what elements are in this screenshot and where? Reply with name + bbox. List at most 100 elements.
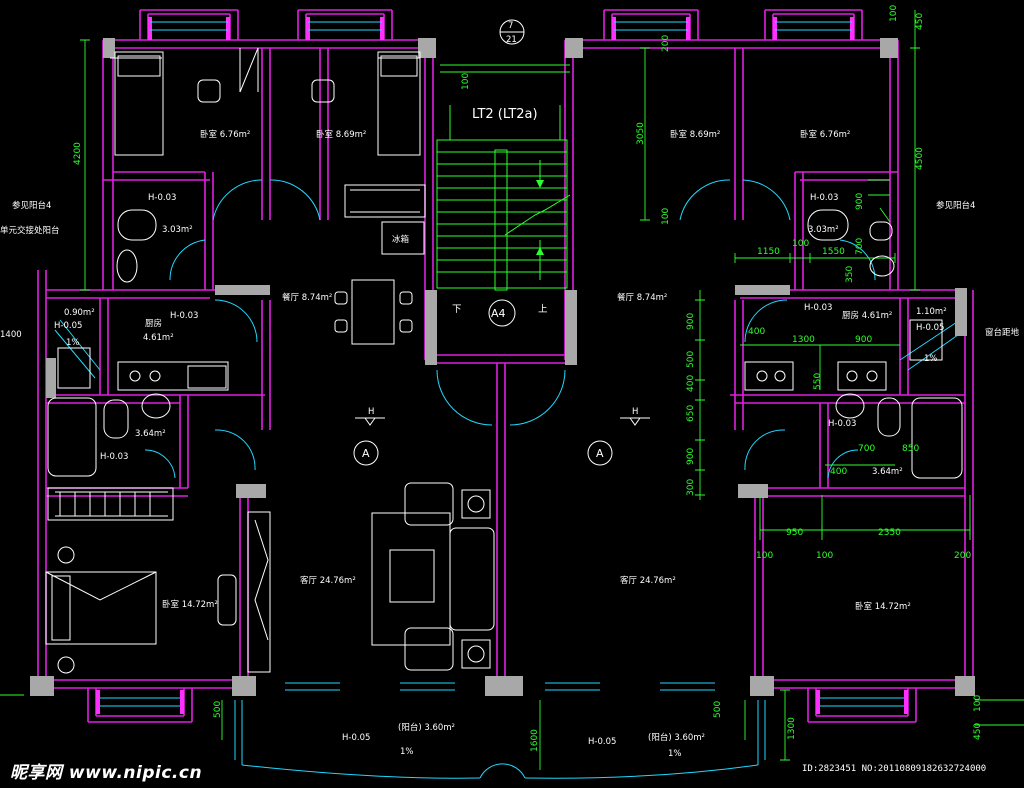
right-bath2-area: 3.64m²: [872, 467, 903, 477]
watermark-site: 昵享网 www.nipic.cn: [10, 763, 203, 783]
balcony-left-h: H-0.05: [342, 733, 370, 743]
dim-500-c: 500: [713, 701, 723, 718]
stair-down-label: 下: [452, 304, 462, 315]
stair-code: A4: [491, 307, 506, 320]
dim-1300-b: 1300: [787, 717, 797, 740]
left-bed1-label: 卧室 6.76m²: [200, 129, 250, 140]
left-note-balcony: 参见阳台4: [12, 200, 51, 211]
sofa-area: [371, 512, 451, 646]
dim-900-c: 900: [686, 448, 696, 465]
left-bath1-h: H-0.03: [148, 193, 176, 203]
left-fridge-label: 冰箱: [392, 234, 410, 245]
dim-500-b: 500: [213, 701, 223, 718]
dim-700-a: 700: [855, 238, 865, 255]
dim-900-d: 900: [855, 335, 872, 345]
dim-100-top: 100: [889, 5, 899, 22]
left-kitchen-h: H-0.03: [170, 311, 198, 321]
bed-left-2: [377, 51, 421, 156]
dim-200: 200: [661, 35, 671, 52]
dim-900-b: 900: [686, 313, 696, 330]
left-kitchen-label: 厨房: [145, 318, 162, 329]
stair-up-label: 上: [538, 304, 548, 315]
dim-900-a: 900: [855, 193, 865, 210]
left-balcony-small-slope: 1%: [66, 338, 80, 348]
dim-550: 550: [813, 373, 823, 390]
axis-ref-top: 7: [508, 21, 513, 31]
right-bath1-area: 3.03m²: [808, 225, 839, 235]
dimension-texts: 100 450 200 3050 100 4500 1150 100 1550 …: [213, 5, 983, 752]
fridge: [381, 221, 425, 255]
dim-650: 650: [686, 405, 696, 422]
bathtub-left: [47, 397, 97, 477]
right-bed2-label: 卧室 6.76m²: [800, 129, 850, 140]
h-mark-right: H: [632, 407, 638, 417]
dim-700-b: 700: [858, 444, 875, 454]
dim-400-b: 400: [748, 327, 765, 337]
dim-1150: 1150: [757, 247, 780, 257]
dim-500-a: 500: [686, 351, 696, 368]
kitchen-counter-left: [117, 361, 229, 391]
dim-850: 850: [902, 444, 919, 454]
watermark-id: ID:2823451 NO:20110809182632724000: [802, 764, 987, 774]
left-master-label: 卧室 14.72m²: [162, 599, 218, 610]
balcony-left-slope: 1%: [400, 747, 414, 757]
left-dim-1400: 1400: [0, 330, 22, 340]
right-bed1-label: 卧室 8.69m²: [670, 129, 720, 140]
master-bed-left: [45, 571, 157, 645]
dim-100-c: 100: [756, 551, 773, 561]
axis-a-left: A: [362, 447, 370, 460]
left-dim-4200: 4200: [73, 142, 83, 165]
right-balcony-small-area: 1.10m²: [916, 307, 947, 317]
left-note-shared: 单元交接处阳台: [0, 225, 60, 236]
right-note-window: 窗台距地: [985, 327, 1020, 338]
right-bath1-h: H-0.03: [810, 193, 838, 203]
balcony-left-label: (阳台) 3.60m²: [398, 722, 455, 733]
dim-100-b: 100: [792, 239, 809, 249]
right-master-label: 卧室 14.72m²: [855, 601, 911, 612]
dim-200-b: 200: [954, 551, 971, 561]
dim-450-bot: 450: [973, 723, 983, 740]
dim-400-a: 400: [686, 375, 696, 392]
axis-a-right: A: [596, 447, 604, 460]
dimension-lines: [0, 10, 1024, 770]
dim-100-a: 100: [661, 208, 671, 225]
window-panes: [96, 17, 908, 714]
dim-950: 950: [786, 528, 803, 538]
dim-300: 300: [686, 479, 696, 496]
dim-400-c: 400: [830, 467, 847, 477]
dim-1300: 1300: [792, 335, 815, 345]
right-kitchen-h: H-0.03: [804, 303, 832, 313]
window-lines: [54, 21, 966, 779]
wardrobe-master-left: [47, 487, 174, 521]
right-dining-label: 餐厅 8.74m²: [617, 293, 667, 303]
stair-arrows: [536, 180, 544, 255]
stair: [436, 105, 571, 291]
dim-4500: 4500: [915, 147, 925, 170]
right-living-label: 客厅 24.76m²: [620, 575, 676, 586]
columns: [30, 38, 975, 696]
left-balcony-small-h: H-0.05: [54, 321, 82, 331]
axis-ref-bottom: 21: [506, 35, 517, 45]
tv-cabinet: [247, 511, 271, 673]
h-mark-left: H: [368, 407, 374, 417]
right-balcony-small-slope: 1%: [924, 354, 938, 364]
left-bath2-h: H-0.03: [100, 452, 128, 462]
right-kitchen-label: 厨房 4.61m²: [842, 310, 892, 321]
right-balcony-small-h: H-0.05: [916, 323, 944, 333]
dim-3050: 3050: [636, 122, 646, 145]
bed-left-1: [114, 51, 164, 156]
dim-100-bot: 100: [973, 695, 983, 712]
balcony-right-h: H-0.05: [588, 737, 616, 747]
left-balcony-small-area: 0.90m²: [64, 308, 95, 318]
dim-350: 350: [845, 266, 855, 283]
dim-1550: 1550: [822, 247, 845, 257]
right-bath2-h: H-0.03: [828, 419, 856, 429]
plan-title: LT2 (LT2a): [472, 107, 538, 122]
balcony-right-label: (阳台) 3.60m²: [648, 732, 705, 743]
left-living-label: 客厅 24.76m²: [300, 575, 356, 586]
dim-100-d: 100: [816, 551, 833, 561]
dim-100-stair: 100: [461, 73, 471, 90]
left-dining-label: 餐厅 8.74m²: [282, 293, 332, 303]
dim-450-top: 450: [915, 13, 925, 30]
labels: LT2 (LT2a) A4 下 上 7 21 A A H H 卧室 6.76m²…: [0, 19, 1020, 759]
